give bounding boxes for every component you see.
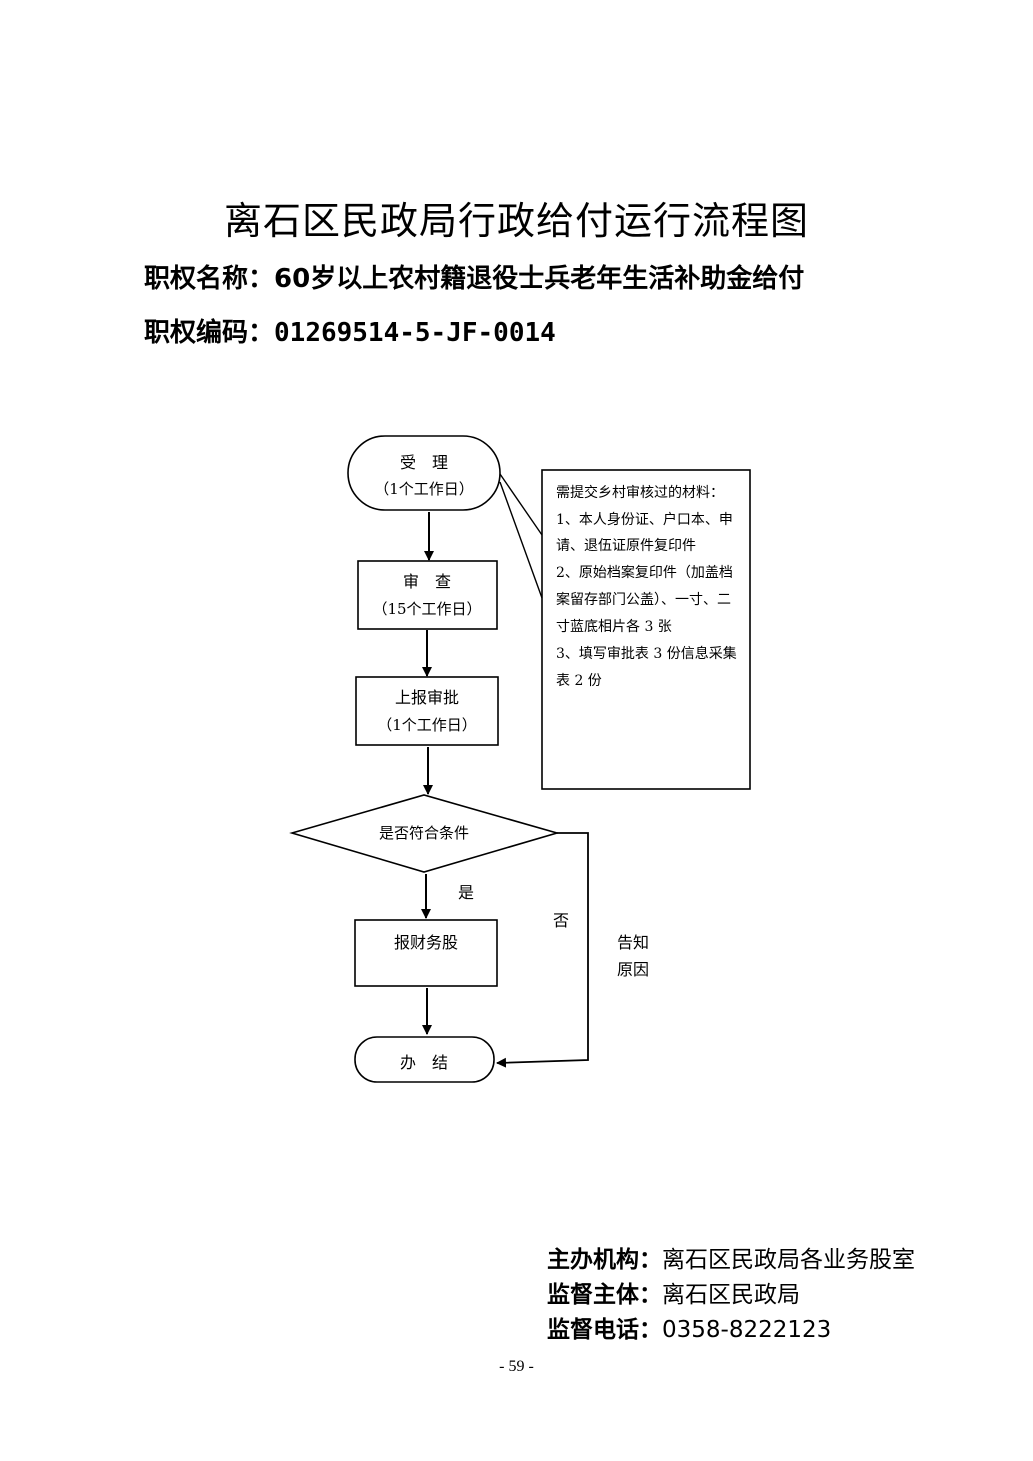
footer-supervisor: 监督主体：离石区民政局 [547, 1275, 800, 1309]
step-report-duration: （1个工作日） [377, 716, 477, 734]
step-report-shape [355, 676, 499, 746]
step-review-label: 审 查 [403, 572, 451, 591]
materials-line-7: 3、填写审批表 3 份信息采集 [556, 645, 737, 662]
authority-code-value: 01269514-5-JF-0014 [274, 318, 556, 348]
footer-phone-value: 0358-8222123 [662, 1317, 832, 1343]
footer-phone: 监督电话：0358-8222123 [547, 1310, 831, 1344]
materials-line-5: 案留存部门公盖）、一寸、二 [556, 591, 731, 608]
step-accept: 受 理 （1个工作日） [347, 435, 501, 511]
footer-organizer-label: 主办机构： [547, 1247, 662, 1273]
step-review: 审 查 （15个工作日） [357, 560, 498, 630]
materials-callout-lower [499, 481, 543, 599]
step-done-shape [354, 1036, 495, 1083]
notify-line-2: 原因 [617, 960, 649, 979]
step-accept-shape [347, 435, 501, 511]
step-accept-duration: （1个工作日） [374, 480, 474, 498]
step-review-duration: （15个工作日） [372, 600, 481, 618]
materials-line-2: 1、本人身份证、户口本、申 [556, 511, 733, 528]
decision: 是否符合条件 [289, 794, 560, 873]
authority-name-line: 职权名称：60岁以上农村籍退役士兵老年生活补助金给付 [144, 258, 804, 295]
decision-label: 是否符合条件 [379, 824, 469, 842]
arrow-decision-no [496, 832, 589, 1068]
footer-organizer-value: 离石区民政局各业务股室 [662, 1247, 915, 1273]
page-number: - 59 - [499, 1358, 534, 1375]
authority-name-value: 60岁以上农村籍退役士兵老年生活补助金给付 [274, 264, 805, 294]
footer-supervisor-value: 离石区民政局 [662, 1282, 800, 1308]
step-accept-label: 受 理 [400, 453, 448, 472]
step-finance: 报财务股 [354, 919, 498, 987]
step-report: 上报审批 （1个工作日） [355, 676, 499, 746]
materials-note: 需提交乡村审核过的材料： 1、本人身份证、户口本、申 请、退伍证原件复印件 2、… [499, 469, 751, 790]
materials-line-1: 需提交乡村审核过的材料： [556, 484, 724, 501]
step-finance-label: 报财务股 [394, 933, 458, 952]
authority-code-line: 职权编码：01269514-5-JF-0014 [144, 312, 556, 349]
no-label: 否 [553, 911, 569, 930]
materials-line-3: 请、退伍证原件复印件 [556, 537, 696, 554]
footer-organizer: 主办机构：离石区民政局各业务股室 [547, 1240, 915, 1274]
authority-name-label: 职权名称： [144, 264, 275, 294]
footer-supervisor-label: 监督主体： [547, 1282, 662, 1308]
step-done-label: 办 结 [400, 1053, 448, 1072]
materials-callout-upper [499, 473, 543, 536]
step-done: 办 结 [354, 1036, 495, 1083]
yes-label: 是 [458, 883, 474, 902]
page-title: 离石区民政局行政给付运行流程图 [223, 199, 809, 243]
step-finance-shape [354, 919, 498, 987]
materials-note-shape [541, 469, 751, 790]
materials-line-6: 寸蓝底相片各 3 张 [556, 619, 672, 635]
materials-line-8: 表 2 份 [556, 673, 602, 689]
footer-phone-label: 监督电话： [547, 1317, 662, 1343]
notify-line-1: 告知 [617, 933, 649, 952]
step-review-shape [357, 560, 498, 630]
step-report-label: 上报审批 [395, 688, 459, 707]
materials-line-4: 2、原始档案复印件（加盖档 [556, 564, 733, 581]
authority-code-label: 职权编码： [144, 318, 275, 348]
